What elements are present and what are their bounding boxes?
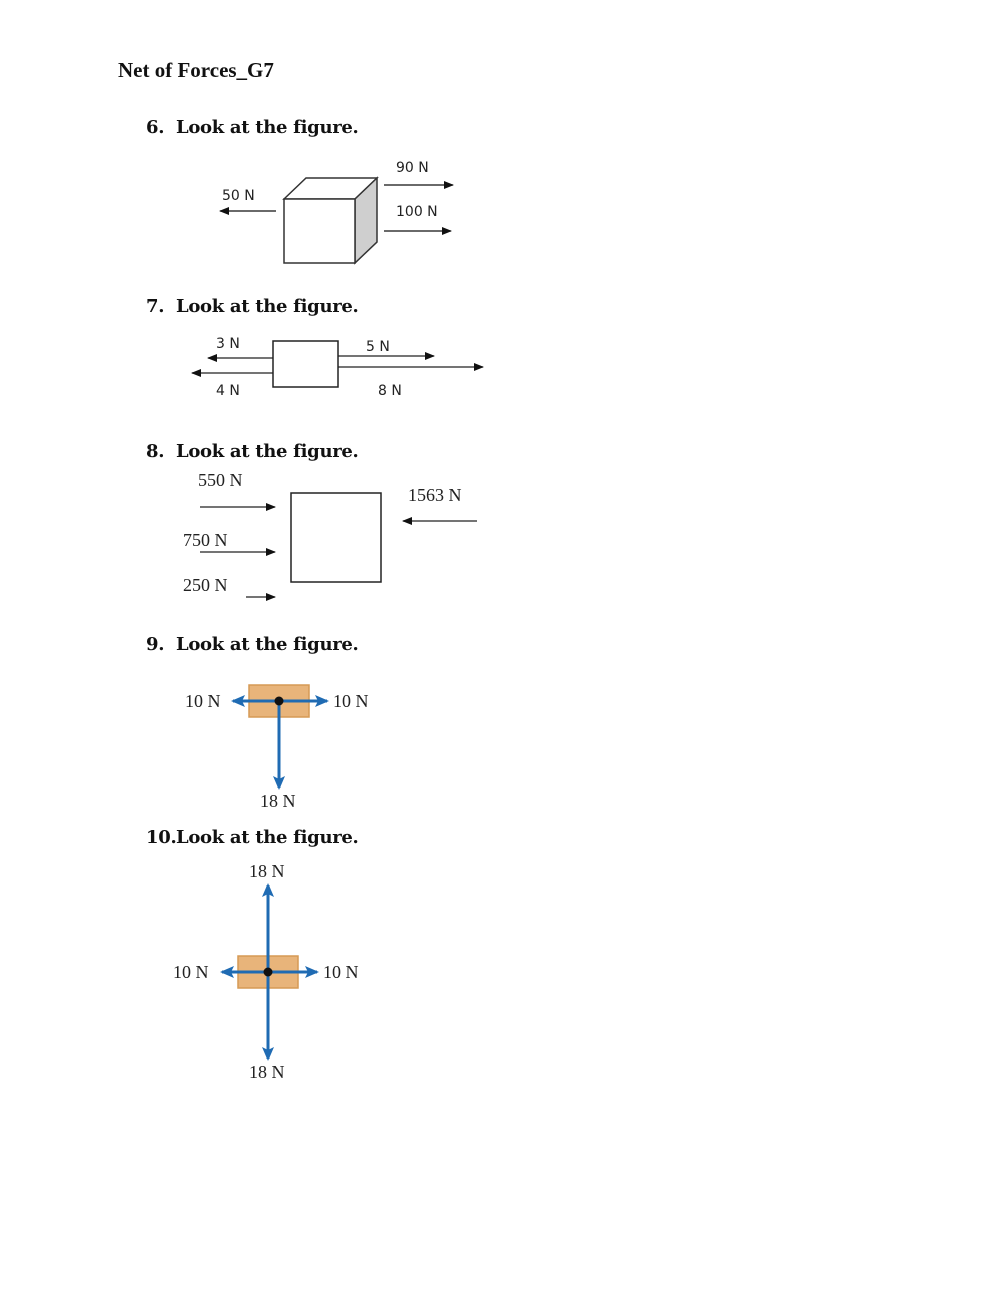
force-label: 10 N [333, 691, 369, 711]
question-6: 6. Look at the figure. [146, 117, 359, 138]
question-number: 6. [146, 117, 165, 138]
question-7: 7. Look at the figure. [146, 296, 359, 317]
cube-icon [282, 176, 379, 265]
question-prompt: Look at the figure. [176, 117, 359, 138]
force-label: 18 N [260, 791, 296, 811]
question-10: 10.Look at the figure. [146, 827, 359, 848]
question-number: 7. [146, 296, 165, 317]
question-prompt: Look at the figure. [176, 634, 359, 655]
force-label: 10 N [173, 962, 209, 982]
worksheet-title: Net of Forces_G7 [118, 58, 274, 82]
force-label: 5 N [366, 339, 390, 355]
force-label: 100 N [396, 204, 438, 220]
force-label: 3 N [216, 336, 240, 352]
figure-q10-free-body: 18 N 10 N 10 N 18 N [160, 855, 380, 1090]
force-label: 8 N [378, 383, 402, 399]
figure-q8-box-forces: 550 N 750 N 250 N 1563 N [170, 465, 490, 615]
box-icon [272, 340, 339, 388]
force-label: 750 N [183, 530, 228, 550]
force-label: 10 N [185, 691, 221, 711]
figure-q9-free-body: 10 N 10 N 18 N [170, 670, 390, 820]
force-label: 10 N [323, 962, 359, 982]
question-prompt: Look at the figure. [176, 296, 359, 317]
force-label: 250 N [183, 575, 228, 595]
figure-q7-box-forces: 3 N 4 N 5 N 8 N [180, 325, 500, 410]
question-number: 9. [146, 634, 165, 655]
question-prompt: Look at the figure. [176, 827, 359, 848]
center-point-icon [263, 967, 273, 977]
force-label: 50 N [222, 188, 255, 204]
force-label: 4 N [216, 383, 240, 399]
force-label: 90 N [396, 160, 429, 176]
question-number: 10. [146, 827, 177, 848]
question-prompt: Look at the figure. [176, 441, 359, 462]
box-icon [290, 492, 382, 583]
question-8: 8. Look at the figure. [146, 441, 359, 462]
force-label: 550 N [198, 470, 243, 490]
center-point-icon [274, 696, 284, 706]
force-label: 18 N [249, 1062, 285, 1082]
force-label: 18 N [249, 861, 285, 881]
question-9: 9. Look at the figure. [146, 634, 359, 655]
question-number: 8. [146, 441, 165, 462]
figure-q6-cube-forces: 50 N 90 N 100 N [200, 150, 480, 275]
force-label: 1563 N [408, 485, 462, 505]
